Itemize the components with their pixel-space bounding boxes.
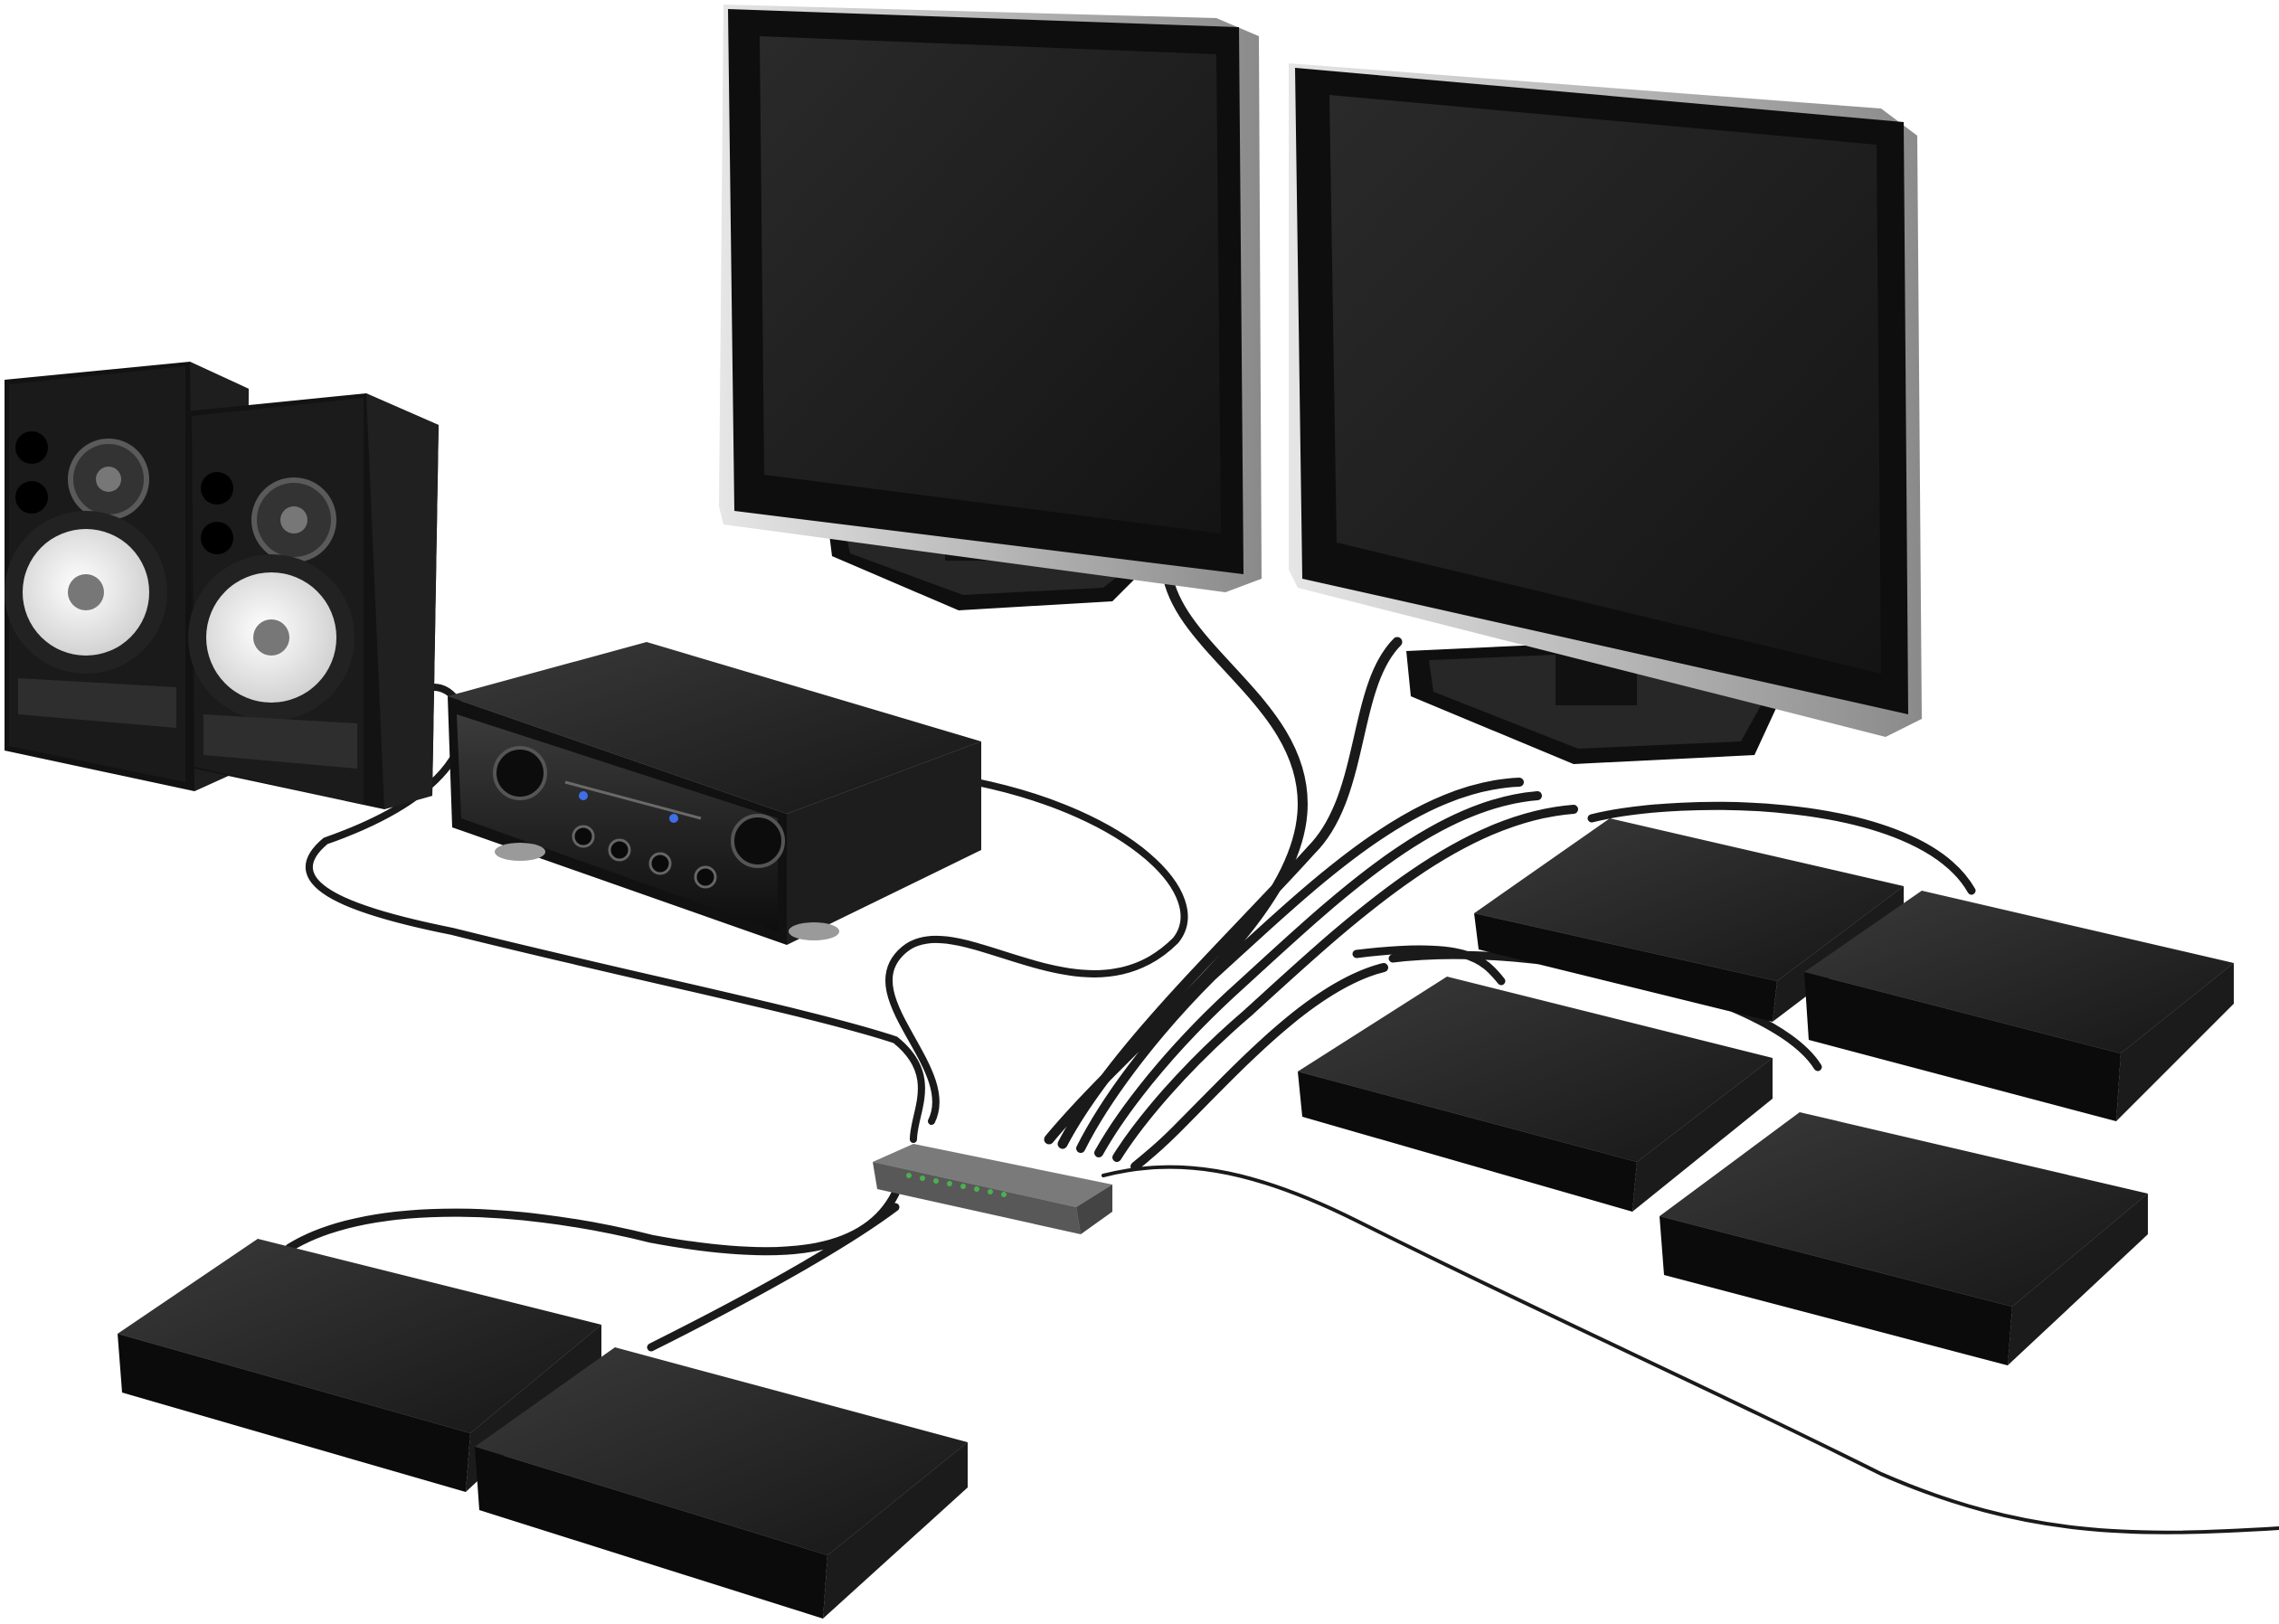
- amplifier-volume-knob-icon: [493, 746, 547, 800]
- cable-amplifier: [885, 779, 1188, 1125]
- cable-player-2: [647, 1203, 900, 1352]
- cable-monitor-2: [1057, 637, 1403, 1149]
- speaker-right: [185, 393, 439, 809]
- speaker-left: [5, 362, 249, 791]
- cable-power: [1102, 1165, 2279, 1534]
- hdmi-matrix-switch: [873, 1144, 1112, 1234]
- cable-speaker: [306, 684, 925, 1143]
- cable-player-5: [1130, 963, 1388, 1171]
- bluray-player-4: [1804, 891, 2234, 1121]
- bluray-player-2: [475, 1347, 968, 1619]
- cables: [285, 564, 2279, 1534]
- cable-player-3a: [1076, 778, 1524, 1153]
- amplifier: [448, 642, 981, 945]
- monitor-1: [719, 5, 1262, 610]
- amplifier-selector-knob-icon: [731, 814, 785, 868]
- cable-player-4b: [1587, 801, 1976, 895]
- cable-monitor-1: [1044, 564, 1308, 1145]
- cable-player-4: [1112, 805, 1578, 1162]
- monitor-2: [1289, 63, 1922, 764]
- cable-player-1: [285, 1189, 900, 1256]
- bluray-player-5: [1298, 977, 1773, 1212]
- cable-player-3b: [1094, 791, 1542, 1157]
- bluray-player-6: [1660, 1112, 2148, 1365]
- switch-led-row: [906, 1173, 1007, 1197]
